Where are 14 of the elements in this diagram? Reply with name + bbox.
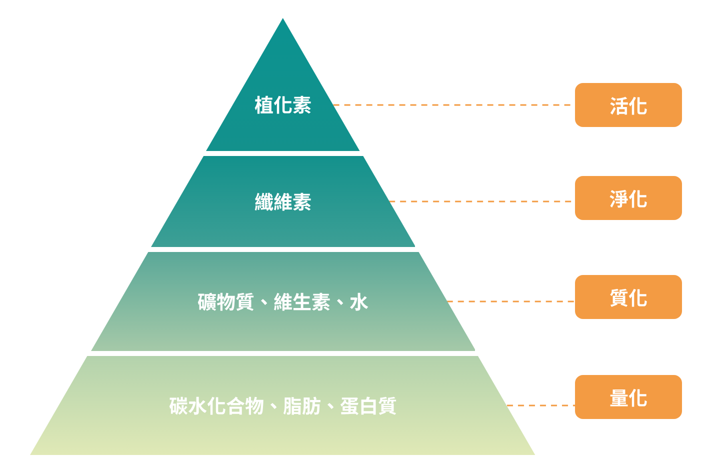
pyramid-level	[90, 252, 476, 351]
level-label: 礦物質、維生素、水	[197, 288, 368, 314]
tag-box: 活化	[575, 83, 682, 127]
level-label: 植化素	[254, 91, 312, 118]
pyramid-level	[30, 356, 536, 455]
pyramid-level	[150, 156, 416, 247]
level-label: 碳水化合物、脂肪、蛋白質	[168, 392, 397, 418]
tag-box: 淨化	[575, 176, 682, 220]
dashed-connector	[506, 404, 575, 406]
pyramid-level	[206, 18, 360, 151]
dashed-connector	[446, 300, 575, 302]
level-label: 纖維素	[254, 188, 312, 214]
tag-box: 量化	[575, 375, 682, 419]
tag-box: 質化	[575, 275, 682, 319]
